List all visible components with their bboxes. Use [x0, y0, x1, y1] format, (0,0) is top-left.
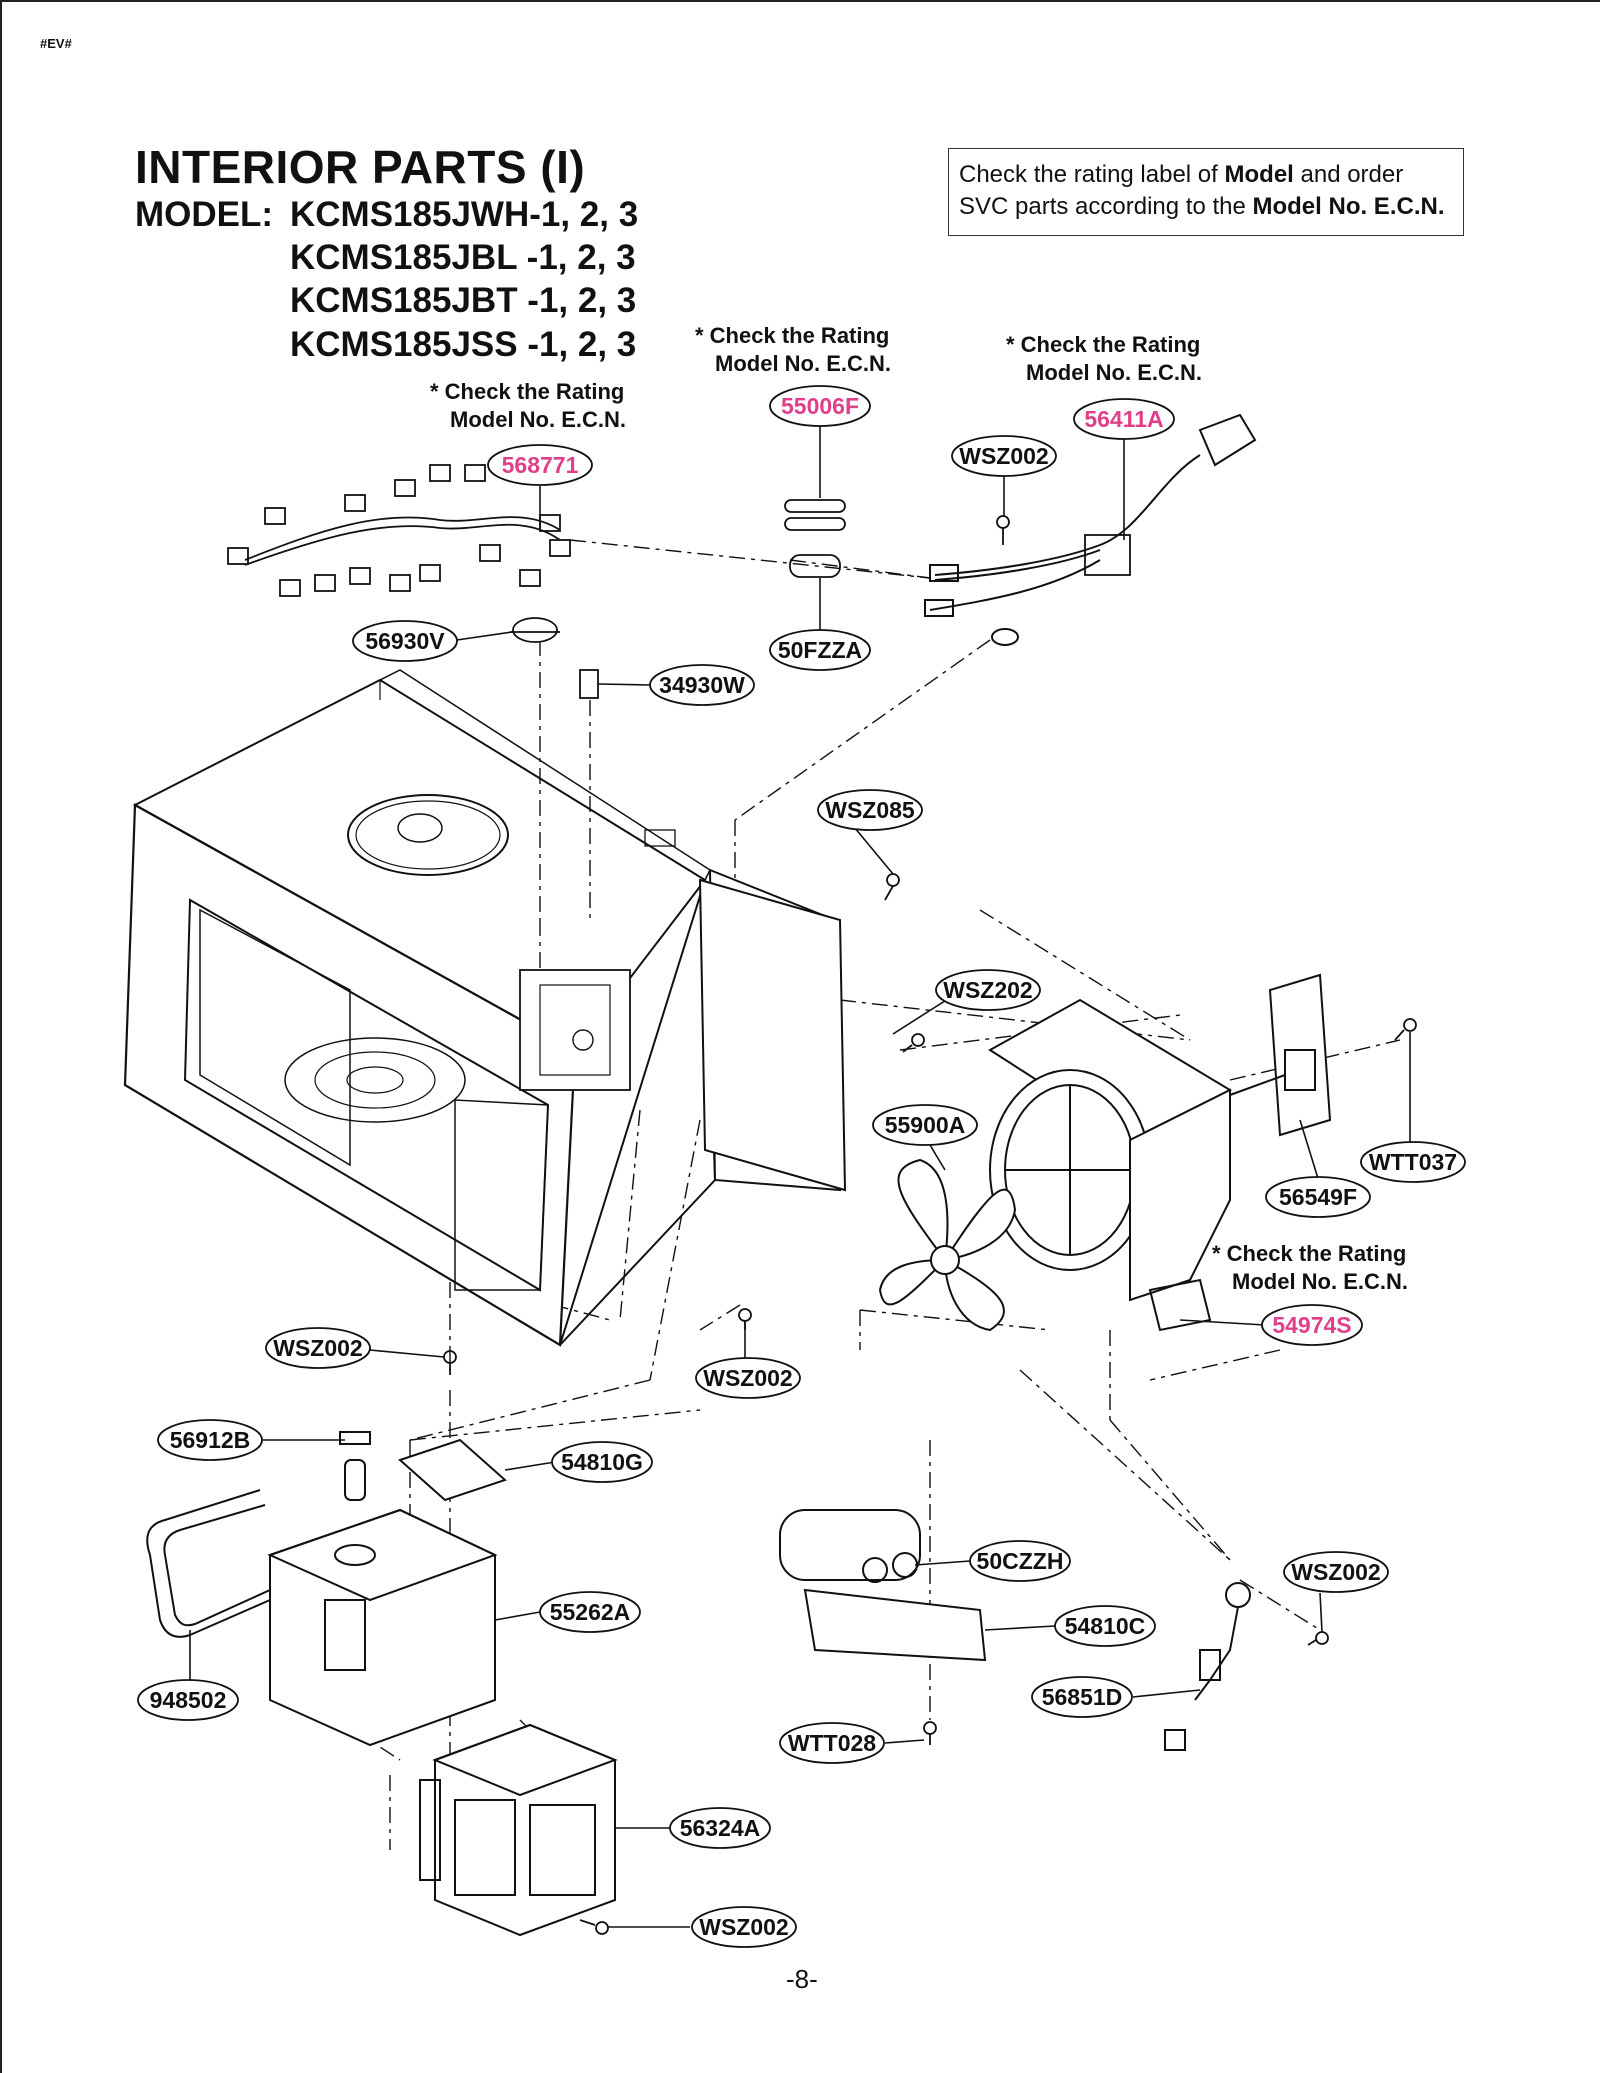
fan-duct	[988, 998, 1233, 1332]
hv-capacitor	[779, 1509, 987, 1662]
part-label-56324A: 56324A	[680, 1815, 761, 1841]
page-number: -8-	[786, 1964, 818, 1994]
hv-diode	[1164, 1582, 1251, 1751]
magnetron	[419, 1723, 618, 1937]
ecn-note-line: Model No. E.C.N.	[715, 351, 891, 376]
ecn-note: * Check the Rating Model No. E.C.N.	[695, 322, 891, 378]
part-label-56549F: 56549F	[1279, 1184, 1357, 1210]
ecn-note-line: Model No. E.C.N.	[1026, 360, 1202, 385]
corner-code: #EV#	[40, 36, 72, 51]
model-name: KCMS185JSS -1, 2, 3	[290, 325, 637, 364]
hv-transformer	[267, 1431, 498, 1747]
choke-gasket	[146, 1489, 271, 1638]
ecn-note: * Check the Rating Model No. E.C.N.	[1006, 331, 1202, 387]
part-label-54810C: 54810C	[1065, 1613, 1146, 1639]
part-label-54974S: 54974S	[1272, 1312, 1351, 1338]
part-label-50FZZA: 50FZZA	[778, 637, 862, 663]
fan-blade	[878, 1158, 1017, 1332]
part-label-54810G: 54810G	[561, 1449, 643, 1475]
switch	[579, 669, 599, 699]
fan-motor	[1229, 973, 1332, 1137]
part-label-WSZ002: WSZ002	[699, 1914, 788, 1940]
label-ellipses	[137, 385, 1466, 1948]
part-label-WSZ002: WSZ002	[273, 1335, 362, 1361]
ecn-note-line: Model No. E.C.N.	[1232, 1269, 1408, 1294]
part-label-WSZ002: WSZ002	[1291, 1559, 1380, 1585]
power-cord	[924, 413, 1257, 646]
thermostat	[510, 617, 560, 643]
wire-harness	[227, 464, 571, 597]
part-label-34930W: 34930W	[659, 672, 745, 698]
part-labels: 568771 55006F 56411A WSZ002 56930V 34930…	[150, 393, 1457, 1940]
model-label: MODEL:	[135, 195, 274, 234]
part-label-568771: 568771	[502, 452, 579, 478]
notice-bold: Model	[1224, 161, 1294, 188]
fuse-holder	[784, 499, 846, 578]
part-label-WTT028: WTT028	[788, 1730, 876, 1756]
ecn-note-line: * Check the Rating	[1006, 332, 1201, 357]
part-label-55006F: 55006F	[781, 393, 859, 419]
part-label-948502: 948502	[150, 1687, 227, 1713]
part-label-WSZ002: WSZ002	[959, 443, 1048, 469]
ecn-note-line: Model No. E.C.N.	[450, 407, 626, 432]
part-label-WTT037: WTT037	[1369, 1149, 1457, 1175]
ecn-note-line: * Check the Rating	[695, 323, 890, 348]
part-label-55900A: 55900A	[885, 1112, 966, 1138]
part-label-50CZZH: 50CZZH	[977, 1548, 1064, 1574]
ecn-notice-box: Check the rating label of Model and orde…	[948, 148, 1464, 236]
notice-text: and order SVC parts according to the	[959, 161, 1404, 220]
model-name: KCMS185JBT -1, 2, 3	[290, 281, 637, 320]
part-label-55262A: 55262A	[550, 1599, 631, 1625]
part-label-WSZ202: WSZ202	[943, 977, 1032, 1003]
part-label-56851D: 56851D	[1042, 1684, 1123, 1710]
notice-text: Check the rating label of	[959, 161, 1225, 188]
notice-bold: Model No. E.C.N.	[1252, 193, 1445, 220]
back-plate	[698, 878, 847, 1192]
part-label-WSZ002: WSZ002	[703, 1365, 792, 1391]
part-label-56930V: 56930V	[365, 628, 445, 654]
model-name: KCMS185JBL -1, 2, 3	[290, 238, 636, 277]
part-label-56411A: 56411A	[1084, 406, 1163, 432]
ecn-note-line: * Check the Rating	[1212, 1241, 1407, 1266]
ecn-note: * Check the Rating Model No. E.C.N.	[430, 378, 626, 434]
part-label-56912B: 56912B	[170, 1427, 251, 1453]
model-name: KCMS185JWH-1, 2, 3	[290, 195, 639, 234]
part-label-WSZ085: WSZ085	[825, 797, 915, 823]
ecn-note-line: * Check the Rating	[430, 379, 625, 404]
ecn-note: * Check the Rating Model No. E.C.N.	[1212, 1240, 1408, 1296]
page-title: INTERIOR PARTS (I)	[135, 141, 586, 193]
shield-plate	[398, 1438, 507, 1502]
